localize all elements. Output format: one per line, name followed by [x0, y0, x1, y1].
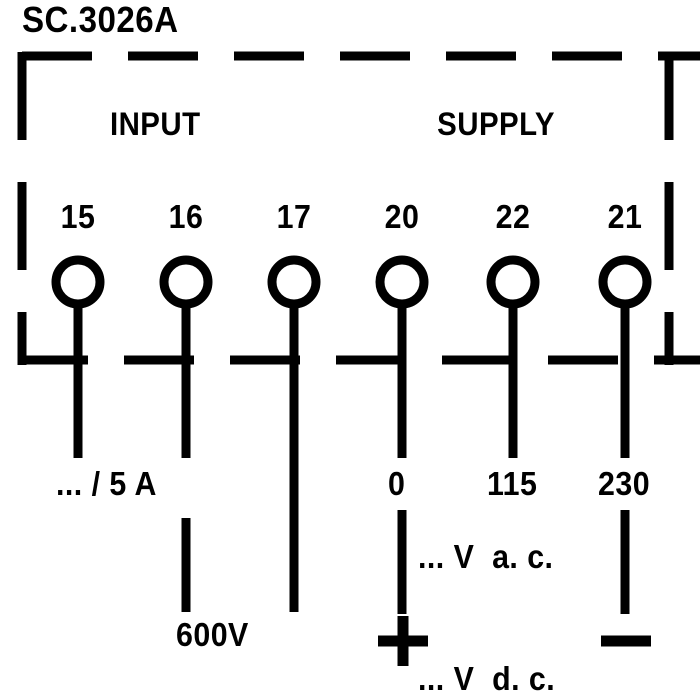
voltage-rating-label: 600V — [176, 616, 249, 653]
supply-tap-label-115: 115 — [487, 465, 538, 502]
supply-tap-label-230: 230 — [598, 465, 651, 502]
terminal-label-22: 22 — [495, 198, 531, 235]
section-label-supply: SUPPLY — [437, 106, 555, 142]
terminal-label-15: 15 — [60, 198, 96, 235]
dc-supply-note: ... V d. c. — [418, 660, 556, 697]
terminal-circle-22 — [486, 255, 540, 309]
ac-supply-note: ... V a. c. — [418, 538, 554, 575]
terminal-circles — [51, 255, 652, 309]
terminal-label-16: 16 — [168, 198, 204, 235]
terminal-wires — [73, 304, 630, 614]
terminal-circle-20 — [375, 255, 429, 309]
terminal-label-17: 17 — [276, 198, 312, 235]
current-rating-label: ... / 5 A — [56, 465, 157, 502]
terminal-circle-21 — [598, 255, 652, 309]
polarity-marks — [378, 616, 651, 666]
supply-tap-label-0: 0 — [388, 465, 406, 502]
section-label-input: INPUT — [109, 106, 201, 142]
terminal-circle-17 — [267, 255, 321, 309]
page-title: SC.3026A — [22, 0, 179, 40]
enclosure-dashed-border — [17, 51, 700, 365]
terminal-label-21: 21 — [607, 198, 643, 235]
terminal-label-20: 20 — [384, 198, 420, 235]
terminal-circle-16 — [159, 255, 213, 309]
terminal-circle-15 — [51, 255, 105, 309]
